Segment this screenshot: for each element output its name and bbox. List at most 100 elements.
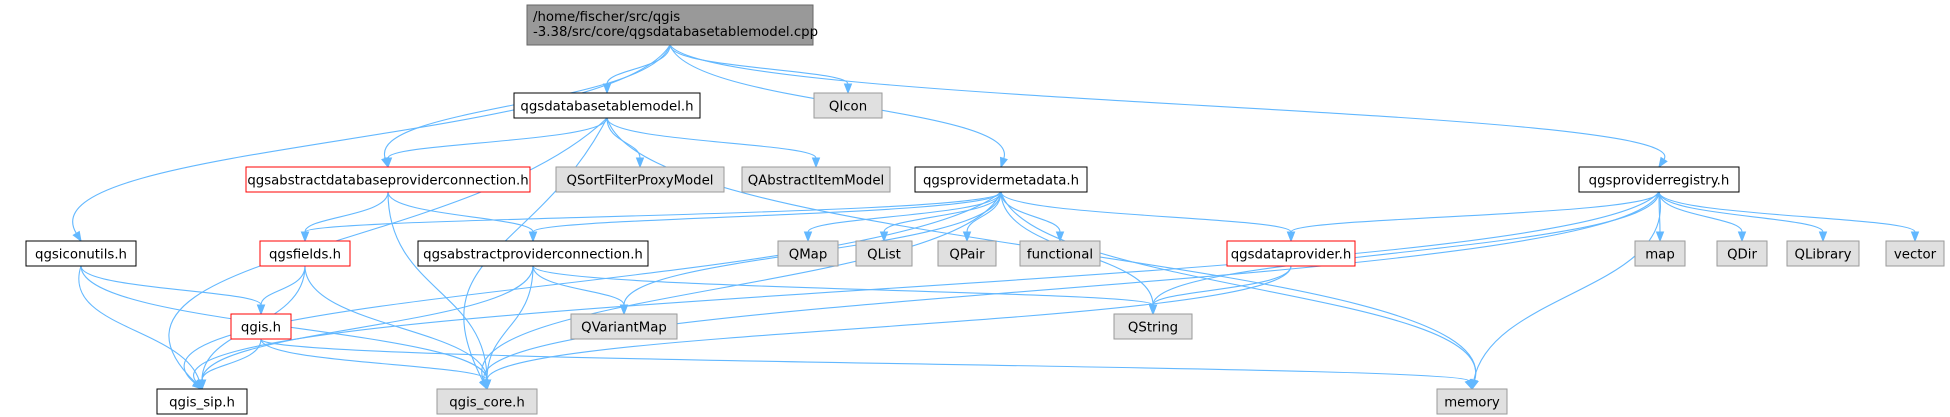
edge-qgsproviderregistry_h-to-qstring: [1148, 191, 1660, 316]
edge-line: [1658, 191, 1743, 233]
node-label: qgsproviderregistry.h: [1589, 174, 1730, 189]
node-label: QVariantMap: [581, 321, 667, 336]
node-qmap[interactable]: QMap: [777, 240, 839, 267]
node-box: [855, 240, 913, 267]
edge-arrowhead: [1148, 304, 1158, 316]
edge-line: [387, 191, 534, 233]
node-label: QList: [867, 248, 901, 263]
node-label: QAbstractItemModel: [748, 174, 884, 189]
edge-qgsabstractdatabaseproviderconnection_h-to-qgsfields_h: [300, 191, 389, 243]
edge-line: [78, 265, 200, 381]
node-box: [741, 166, 891, 193]
edge-line: [1473, 191, 1662, 381]
node-qsortfilterproxymodel[interactable]: QSortFilterProxyModel: [555, 166, 725, 193]
node-qstring[interactable]: QString: [1113, 313, 1193, 340]
node-label: qgis_sip.h: [169, 396, 235, 411]
node-qvariantmap[interactable]: QVariantMap: [570, 313, 678, 340]
node-label: map: [1645, 248, 1675, 263]
node-qlibrary[interactable]: QLibrary: [1786, 240, 1860, 267]
edge-line: [1152, 191, 1660, 306]
edge-arrowhead: [1658, 156, 1668, 169]
edge-line: [72, 44, 671, 234]
edge-line: [606, 117, 817, 159]
node-box: [1019, 240, 1101, 267]
node-qgis-core-h[interactable]: qgis_core.h: [436, 388, 538, 415]
edge-line: [260, 265, 306, 306]
edge-line: [669, 44, 849, 85]
node-vector[interactable]: vector: [1885, 240, 1945, 267]
node-qdir[interactable]: QDir: [1716, 240, 1768, 267]
node-box: [1436, 388, 1508, 415]
node-label: qgsiconutils.h: [35, 248, 127, 263]
node-box: [156, 388, 248, 415]
node-label: QDir: [1727, 248, 1757, 263]
node-box: [245, 166, 531, 193]
edge-qgsdatabasetablemodel_h-to-qgsabstractdatabaseproviderconnection_h: [383, 117, 608, 169]
node-label: QIcon: [829, 100, 867, 115]
edge-arrowhead: [803, 231, 813, 243]
edge-root-to-qicon: [669, 44, 853, 95]
edge-arrowhead: [197, 379, 207, 391]
node-box: [436, 388, 538, 415]
node-box: [1113, 313, 1193, 340]
edge-root-to-qgsdatabasetablemodel_h: [602, 44, 671, 95]
edge-qgsfields_h-to-qgis_core_h: [304, 265, 492, 391]
edge-root-to-qgsproviderregistry_h: [669, 44, 1668, 169]
node-qabstractitemmodel[interactable]: QAbstractItemModel: [741, 166, 891, 193]
edge-qgsprovidermetadata_h-to-qgis_core_h: [479, 191, 1002, 391]
edge-line: [183, 191, 1002, 384]
edge-line: [260, 338, 1470, 382]
node-root[interactable]: /home/fischer/src/qgis-3.38/src/core/qgs…: [526, 4, 818, 46]
node-box: [777, 240, 839, 267]
node-memory[interactable]: memory: [1436, 388, 1508, 415]
node-map[interactable]: map: [1634, 240, 1686, 267]
node-label: qgis.h: [241, 321, 281, 336]
node-qgsfields-h[interactable]: qgsfields.h: [259, 240, 351, 267]
node-qgsdatabasetablemodel-h[interactable]: qgsdatabasetablemodel.h: [513, 92, 701, 119]
node-label: QMap: [789, 248, 828, 263]
node-label: QPair: [949, 248, 985, 263]
edge-qgsdataprovider_h-to-qstring: [1148, 265, 1292, 316]
edge-line: [486, 265, 534, 381]
node-qgis-h[interactable]: qgis.h: [230, 313, 292, 340]
edge-arrowhead: [256, 304, 266, 316]
node-box: [25, 240, 137, 267]
node-box: [813, 92, 883, 119]
edge-line: [193, 191, 1660, 383]
node-qgsdataprovider-h[interactable]: qgsdataprovider.h: [1226, 240, 1356, 267]
edge-qgis_h-to-memory: [260, 338, 1473, 391]
edge-qgis_h-to-qgis_sip_h: [197, 338, 262, 391]
node-box: [1578, 166, 1740, 193]
node-functional[interactable]: functional: [1019, 240, 1101, 267]
edge-qgsproviderregistry_h-to-memory: [1469, 191, 1662, 391]
node-box: [1634, 240, 1686, 267]
edge-arrowhead: [482, 379, 492, 391]
node-qgsabstractproviderconnection-h[interactable]: qgsabstractproviderconnection.h: [417, 240, 649, 267]
node-qlist[interactable]: QList: [855, 240, 913, 267]
node-qicon[interactable]: QIcon: [813, 92, 883, 119]
node-qgsprovidermetadata-h[interactable]: qgsprovidermetadata.h: [914, 166, 1088, 193]
edge-arrowhead: [635, 157, 645, 169]
edge-line: [80, 265, 262, 306]
edge-qgsproviderregistry_h-to-qgis_sip_h: [192, 191, 1660, 391]
edge-line: [483, 191, 1660, 381]
edge-line: [1000, 191, 1292, 233]
edge-arrowhead: [1286, 231, 1296, 243]
edge-arrowhead: [1464, 378, 1473, 391]
edge-qgsprovidermetadata_h-to-qgsdataprovider_h: [1000, 191, 1296, 243]
edge-qgsdatabasetablemodel_h-to-qabstractitemmodel: [606, 117, 821, 169]
node-qgsabstractdatabaseproviderconnection-h[interactable]: qgsabstractdatabaseproviderconnection.h: [245, 166, 531, 193]
edge-line: [606, 44, 671, 85]
edge-qgsabstractproviderconnection_h-to-qgis_core_h: [482, 265, 534, 391]
node-qgis-sip-h[interactable]: qgis_sip.h: [156, 388, 248, 415]
edge-arrowhead: [72, 230, 82, 243]
edge-qgsprovidermetadata_h-to-qgsfields_h: [300, 191, 1002, 243]
node-qpair[interactable]: QPair: [937, 240, 997, 267]
edge-line: [532, 191, 1002, 233]
edge-qgis_h-to-qgis_core_h: [260, 338, 492, 391]
edge-line: [481, 191, 1002, 381]
node-qgsiconutils-h[interactable]: qgsiconutils.h: [25, 240, 137, 267]
node-qgsproviderregistry-h[interactable]: qgsproviderregistry.h: [1578, 166, 1740, 193]
node-box: [513, 92, 701, 119]
edge-arrowhead: [528, 231, 538, 243]
